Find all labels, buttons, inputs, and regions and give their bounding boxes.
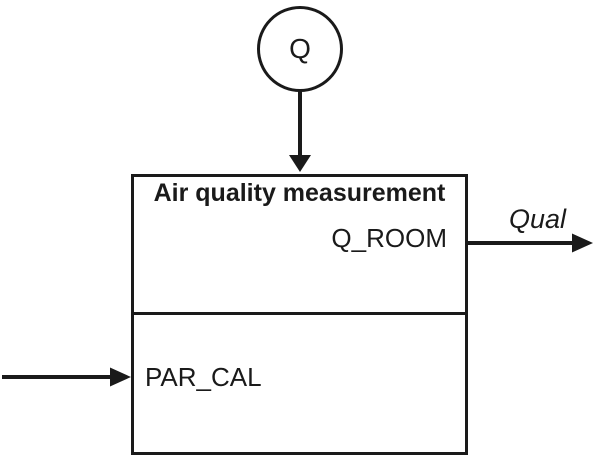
parameter-input-arrow	[2, 367, 131, 387]
parameter-port-label: PAR_CAL	[145, 362, 262, 392]
source-node-circle: Q	[257, 6, 343, 92]
output-arrow	[468, 233, 593, 253]
output-arrow-label: Qual	[509, 204, 567, 234]
control-input-arrow	[289, 91, 311, 172]
block-title: Air quality measurement	[153, 179, 446, 207]
output-port-label: Q_ROOM	[331, 223, 447, 253]
source-node-label: Q	[289, 33, 311, 64]
block-section-divider	[131, 312, 468, 315]
